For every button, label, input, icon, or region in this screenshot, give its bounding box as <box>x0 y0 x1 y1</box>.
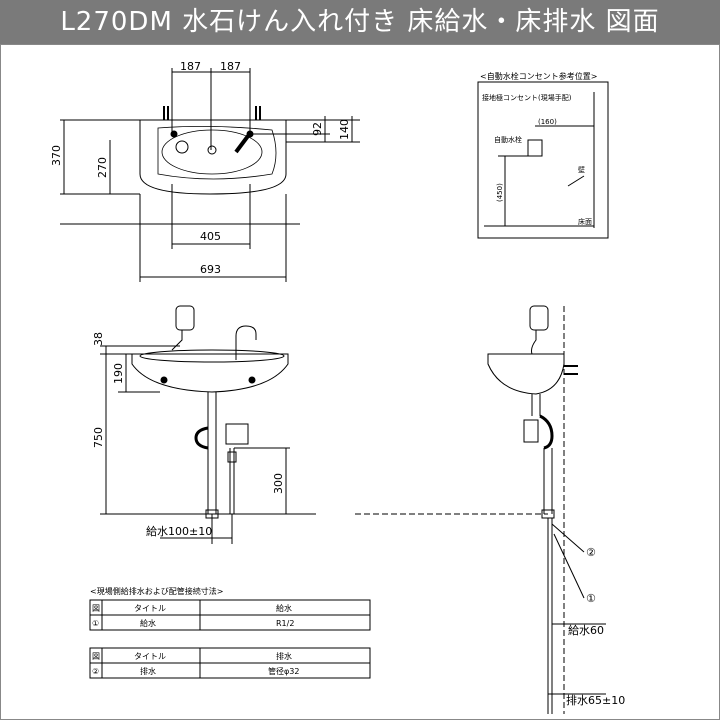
dim-38: 38 <box>92 332 105 346</box>
side-view <box>487 305 606 714</box>
inset-title: <自動水栓コンセント参考位置> <box>480 71 597 81</box>
dim-supply-spacing: 給水100±10 <box>146 524 212 538</box>
table2-row-title: 排水 <box>140 666 156 676</box>
dim-300: 300 <box>272 473 285 494</box>
inset-subtitle: 接地極コンセント(現場手配) <box>482 93 572 102</box>
table1-head-fig: 図 <box>92 604 100 613</box>
dim-supply-60: 給水60 <box>568 623 604 637</box>
dim-693: 693 <box>200 263 221 276</box>
dim-187-right: 187 <box>220 60 241 73</box>
inset-dim-160: (160) <box>538 118 557 126</box>
label-1: ① <box>586 592 596 605</box>
dim-140: 140 <box>338 119 351 140</box>
label-2: ② <box>586 546 596 559</box>
table-caption: <現場側給排水および配管接続寸法> <box>90 586 223 596</box>
table1-row-fig: ① <box>92 619 99 628</box>
dim-190: 190 <box>112 363 125 384</box>
dim-370: 370 <box>50 145 63 166</box>
table1-head-title: タイトル <box>134 604 166 613</box>
inset-wall-label: 壁 <box>578 165 585 174</box>
table1-row-value: R1/2 <box>276 619 294 628</box>
table2-head-title: タイトル <box>134 652 166 661</box>
table2-head-value: 排水 <box>276 651 292 661</box>
dim-drain-65: 排水65±10 <box>566 693 625 707</box>
table1-head-value: 給水 <box>276 603 292 613</box>
front-view <box>100 305 316 544</box>
table2-row-value: 管径φ32 <box>268 666 299 676</box>
table2-head-fig: 図 <box>92 652 100 661</box>
inset-dim-450: (450) <box>496 183 504 202</box>
technical-drawing: 187 187 92 140 370 270 405 693 <自動水栓コンセン… <box>50 60 625 714</box>
inset-outlet-position <box>477 81 609 239</box>
dim-405: 405 <box>200 230 221 243</box>
top-view <box>60 68 360 282</box>
dim-92: 92 <box>311 122 324 136</box>
dim-750: 750 <box>92 427 105 448</box>
dim-187-left: 187 <box>180 60 201 73</box>
page-title: L270DM 水石けん入れ付き 床給水・床排水 図面 <box>0 0 720 44</box>
dim-270: 270 <box>96 157 109 178</box>
inset-floor-label: 床面 <box>578 217 592 226</box>
table2-row-fig: ② <box>92 667 99 676</box>
connection-tables <box>89 599 371 679</box>
inset-outlet-label: 自動水栓 <box>494 135 522 144</box>
table1-row-title: 給水 <box>140 618 156 628</box>
